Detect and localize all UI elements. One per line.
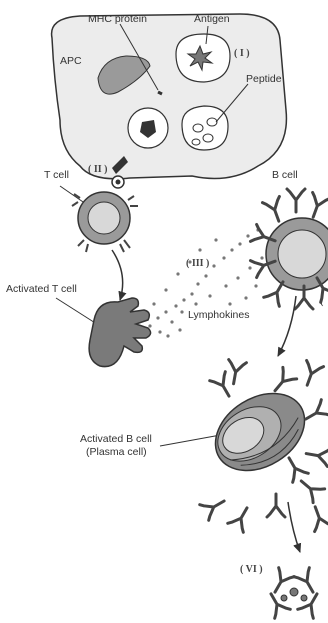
stage-v-partial-label: ( (320, 296, 324, 307)
activated-t-cell-label: Activated T cell (6, 283, 77, 295)
apc-label: APC (60, 55, 82, 67)
t-cell-pointer (60, 186, 86, 204)
antigen-label: Antigen (194, 13, 230, 25)
peptide-vesicle (182, 106, 228, 150)
t-cell-activation-arrow (112, 250, 123, 300)
stage-iii-label: ( III ) (186, 258, 209, 269)
stage-i-label: ( I ) (234, 48, 250, 59)
t-cell-label: T cell (44, 169, 69, 181)
peptide-label: Peptide (246, 73, 282, 85)
stage-vi-label: ( VI ) (240, 564, 263, 575)
antibody-secretion-arrow (288, 502, 300, 552)
activated-b-cell-label: Activated B cell (80, 433, 152, 445)
plasma-cell-label: (Plasma cell) (86, 446, 147, 458)
antibody-antigen-complex (263, 568, 325, 619)
activated-t-cell (89, 298, 150, 367)
lymphokine-particles (148, 228, 271, 337)
lymphokines-label: Lymphokines (188, 309, 249, 321)
mhc-protein-label: MHC protein (88, 13, 147, 25)
apc-cell (52, 14, 287, 179)
b-cell-activation-arrow (278, 296, 296, 356)
stage-ii-label: ( II ) (88, 164, 107, 175)
b-cell-label: B cell (272, 169, 298, 181)
